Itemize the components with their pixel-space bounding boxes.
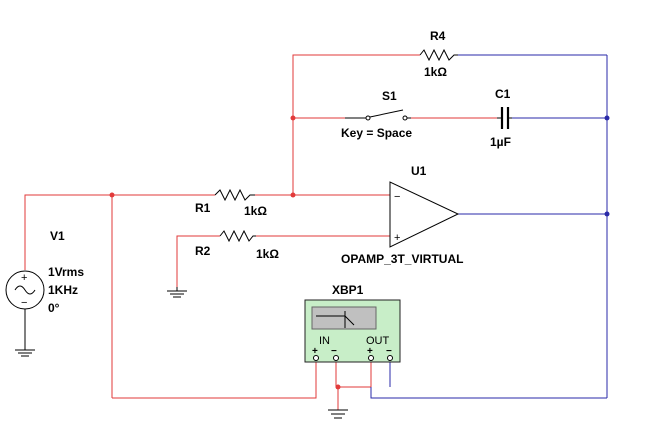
c1-ref-label: C1: [495, 87, 511, 101]
s1-ref-label: S1: [382, 89, 397, 103]
xbp1-ref-label: XBP1: [332, 283, 364, 297]
v1-ref-label: V1: [50, 229, 65, 243]
resistor-r4[interactable]: R4 1kΩ: [419, 29, 458, 79]
v1-phase-label: 0°: [48, 301, 60, 315]
resistor-r1[interactable]: R1 1kΩ: [195, 188, 267, 218]
xbp1-out-plus-terminal[interactable]: [368, 355, 374, 361]
c1-value-label: 1µF: [490, 135, 511, 149]
resistor-r2[interactable]: R2 1kΩ: [195, 229, 279, 261]
xbp1-in-minus-sign: −: [331, 346, 337, 357]
wire-net-input: [24, 54, 497, 410]
v1-amplitude-label: 1Vrms: [48, 265, 84, 279]
r2-value-label: 1kΩ: [256, 247, 279, 261]
v1-plus-sign: +: [21, 272, 27, 284]
voltage-source-v1[interactable]: + − V1 1Vrms 1KHz 0°: [5, 229, 84, 350]
xbp1-out-plus-sign: +: [367, 346, 373, 357]
r1-value-label: 1kΩ: [244, 204, 267, 218]
xbp1-out-minus-terminal[interactable]: [387, 355, 393, 361]
xbp1-in-plus-terminal[interactable]: [313, 355, 319, 361]
bode-plotter-xbp1[interactable]: XBP1 IN OUT + − + −: [304, 283, 401, 363]
v1-frequency-label: 1KHz: [48, 283, 78, 297]
ground-xbp1-icon: [328, 409, 348, 419]
xbp1-in-label: IN: [319, 335, 330, 347]
r4-ref-label: R4: [430, 29, 446, 43]
xbp1-out-label: OUT: [366, 335, 390, 347]
v1-minus-sign: −: [21, 297, 27, 309]
wire-net-output: [370, 54, 608, 399]
switch-s1[interactable]: S1 Key = Space: [341, 89, 412, 140]
u1-model-label: OPAMP_3T_VIRTUAL: [341, 252, 463, 266]
opamp-u1[interactable]: − + U1 OPAMP_3T_VIRTUAL: [341, 164, 463, 266]
r1-ref-label: R1: [195, 201, 211, 215]
r2-ref-label: R2: [195, 244, 211, 258]
ground-r2-icon: [167, 287, 187, 298]
opamp-noninverting-sign: +: [394, 232, 400, 244]
junction-dots: [109, 115, 610, 390]
xbp1-in-plus-sign: +: [312, 346, 318, 357]
ground-v1-icon: [15, 349, 35, 357]
r4-value-label: 1kΩ: [424, 65, 447, 79]
capacitor-c1[interactable]: C1 1µF: [490, 87, 512, 149]
u1-ref-label: U1: [411, 164, 427, 178]
opamp-inverting-sign: −: [394, 191, 400, 203]
s1-key-label: Key = Space: [341, 126, 412, 140]
xbp1-in-minus-terminal[interactable]: [333, 355, 339, 361]
xbp1-out-minus-sign: −: [386, 346, 392, 357]
